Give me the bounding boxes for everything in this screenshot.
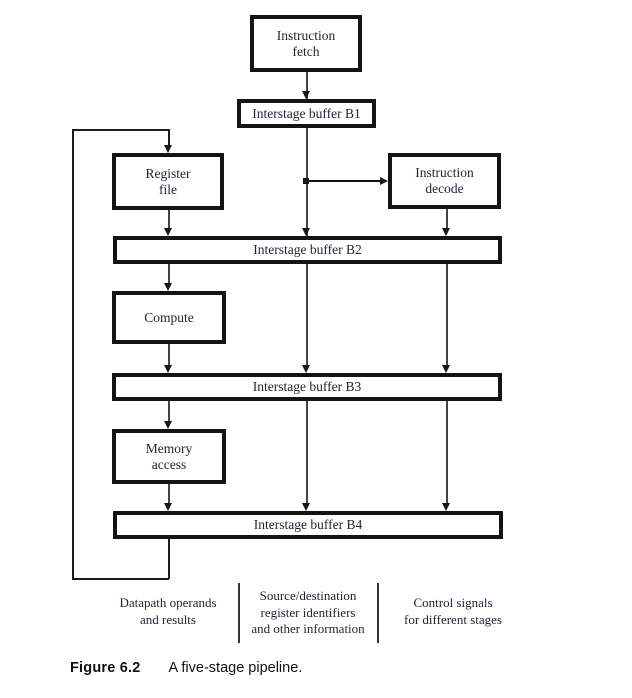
- feedback-line-left: [72, 129, 74, 579]
- figure-caption: Figure 6.2 A five-stage pipeline.: [70, 660, 302, 676]
- legend-divider-left: [238, 583, 240, 643]
- figure-caption-text: A five-stage pipeline.: [168, 660, 303, 676]
- flow-line-fetch-to-b1: [306, 72, 308, 99]
- interstage-buffer-b4: Interstage buffer B4: [113, 511, 503, 539]
- arrowhead-down-icon: [164, 365, 172, 373]
- arrowhead-down-icon: [164, 145, 172, 153]
- feedback-line-into-register-file: [168, 129, 170, 146]
- stage-box-compute: Compute: [112, 291, 226, 344]
- arrowhead-down-icon: [164, 503, 172, 511]
- interstage-buffer-b3: Interstage buffer B3: [112, 373, 502, 401]
- arrowhead-down-icon: [164, 421, 172, 429]
- branch-line-to-decode: [306, 180, 381, 182]
- feedback-line-bottom: [72, 578, 169, 580]
- feedback-line-down: [168, 539, 170, 579]
- legend-divider-right: [377, 583, 379, 643]
- interstage-buffer-b1: Interstage buffer B1: [237, 99, 376, 128]
- arrowhead-down-icon: [442, 228, 450, 236]
- stage-box-memory-access: Memory access: [112, 429, 226, 484]
- flow-line-decode-to-b2: [446, 209, 448, 229]
- flow-line-b3-to-b4-right: [446, 401, 448, 504]
- arrowhead-down-icon: [164, 283, 172, 291]
- flow-line-b3-to-b4-center: [306, 401, 308, 504]
- flow-line-regfile-to-b2: [168, 210, 170, 229]
- arrowhead-down-icon: [302, 91, 310, 99]
- flow-line-b2-to-b3-right: [446, 264, 448, 366]
- flow-line-compute-to-b3: [168, 344, 170, 366]
- arrowhead-down-icon: [302, 365, 310, 373]
- feedback-line-top: [72, 129, 169, 131]
- flow-line-b3-to-memory: [168, 401, 170, 422]
- flow-line-memory-to-b4: [168, 484, 170, 504]
- flow-line-b2-to-b3-center: [306, 264, 308, 366]
- arrowhead-down-icon: [302, 503, 310, 511]
- arrowhead-right-icon: [380, 177, 388, 185]
- arrowhead-down-icon: [442, 365, 450, 373]
- arrowhead-down-icon: [302, 228, 310, 236]
- legend-datapath-operands: Datapath operands and results: [119, 595, 217, 627]
- stage-box-register-file: Register file: [112, 153, 224, 210]
- stage-box-instruction-fetch: Instruction fetch: [250, 15, 362, 72]
- legend-register-identifiers: Source/destination register identifiers …: [251, 588, 365, 636]
- stage-box-instruction-decode: Instruction decode: [388, 153, 501, 209]
- arrowhead-down-icon: [164, 228, 172, 236]
- legend-control-signals: Control signals for different stages: [404, 595, 502, 627]
- figure-caption-number: Figure 6.2: [70, 660, 141, 676]
- interstage-buffer-b2: Interstage buffer B2: [113, 236, 502, 264]
- flow-line-b2-to-compute: [168, 264, 170, 284]
- arrowhead-down-icon: [442, 503, 450, 511]
